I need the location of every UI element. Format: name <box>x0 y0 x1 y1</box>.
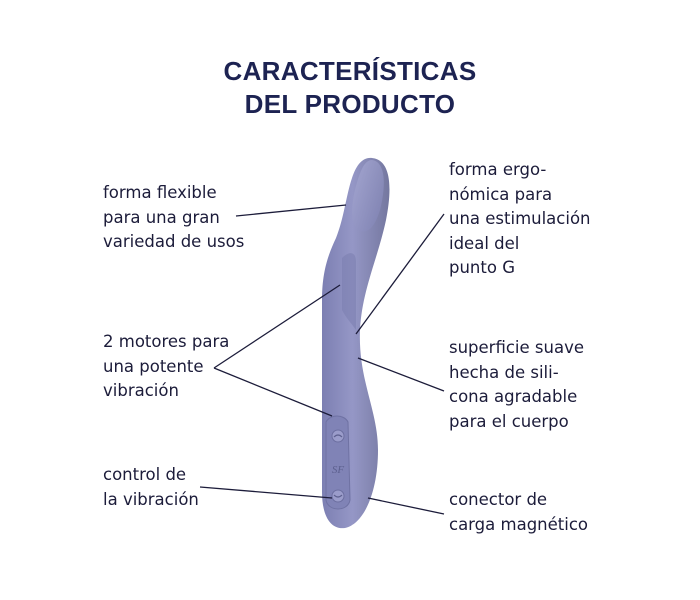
plus-button-icon[interactable] <box>331 429 345 443</box>
label-flexible-shape: forma flexible para una gran variedad de… <box>103 183 245 251</box>
label-silicone-surface: superficie suave hecha de sili- cona agr… <box>449 338 584 431</box>
label-vibration-control: control de la vibración <box>103 465 199 509</box>
leader-motors-top <box>213 284 341 369</box>
minus-button-icon[interactable] <box>331 489 345 503</box>
control-panel <box>325 415 351 510</box>
leader-ergonomic <box>355 213 445 335</box>
device-head-highlight <box>352 160 384 232</box>
leader-surface <box>357 357 445 392</box>
brand-logo-icon: SF <box>332 464 345 476</box>
label-ergonomic-shape: forma ergo- nómica para una estimulación… <box>449 160 591 277</box>
label-motors: 2 motores para una potente vibración <box>103 332 230 400</box>
leader-motors-bottom <box>213 367 333 417</box>
page-title: CARACTERÍSTICAS DEL PRODUCTO <box>0 55 700 121</box>
title-line-2: DEL PRODUCTO <box>244 89 456 119</box>
leader-lines <box>199 204 445 515</box>
label-magnetic-charger: conector de carga magnético <box>449 490 588 534</box>
leader-control <box>199 486 333 499</box>
title-line-1: CARACTERÍSTICAS <box>223 56 477 86</box>
device-flex-crease <box>342 253 356 330</box>
leader-flexible <box>235 204 347 217</box>
leader-charger <box>367 497 445 515</box>
